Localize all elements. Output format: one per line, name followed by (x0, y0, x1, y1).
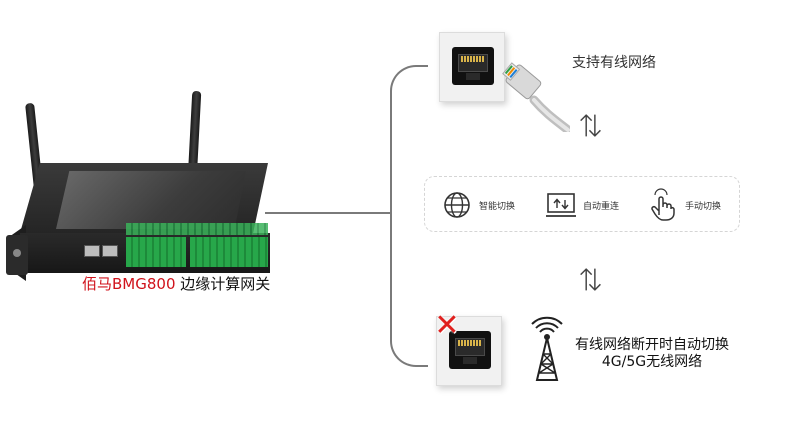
gateway-device (6, 85, 296, 295)
failover-line2: 4G/5G无线网络 (601, 354, 703, 370)
monitor-upload-icon (546, 193, 576, 217)
wired-network-label: 支持有线网络 (572, 55, 656, 71)
mode-auto-reconnect: 自动重连 (543, 177, 619, 233)
mode-label: 自动重连 (583, 201, 620, 212)
hand-pointer-icon (651, 188, 675, 221)
ethernet-port-icon (452, 47, 494, 85)
terminal-block (190, 237, 268, 267)
ethernet-port-pins (461, 56, 485, 62)
mode-label: 手动切换 (685, 201, 722, 212)
mount-ear (6, 235, 28, 275)
connector-line (265, 212, 391, 214)
mode-label: 智能切换 (479, 201, 516, 212)
ethernet-port-notch (463, 357, 477, 364)
failover-line1: 有线网络断开时自动切换 (575, 337, 729, 353)
switch-arrows-icon: ⇅ (578, 108, 604, 143)
mode-smart-switch: 智能切换 (439, 177, 515, 233)
ethernet-cable-icon (502, 62, 570, 132)
ethernet-port-icon (449, 331, 491, 369)
ethernet-port-disconnected-box (436, 316, 502, 386)
cell-tower-icon (531, 316, 563, 381)
lan-port (84, 245, 100, 257)
device-screen (56, 171, 246, 229)
disconnect-x-icon: ✕ (434, 308, 460, 343)
mode-manual-switch: 手动切换 (645, 177, 721, 233)
device-product: 边缘计算网关 (175, 275, 271, 293)
switch-arrows-icon: ⇅ (578, 262, 604, 297)
globe-icon (444, 192, 470, 218)
device-caption: 佰马BMG800 边缘计算网关 (82, 273, 270, 294)
connector-bracket (390, 65, 428, 367)
device-brand: 佰马BMG800 (82, 275, 176, 293)
ethernet-port-notch (466, 73, 480, 80)
switch-modes-panel: 智能切换 自动重连 手动切换 (424, 176, 740, 232)
terminal-block (126, 223, 268, 235)
wan-port (102, 245, 118, 257)
ethernet-port-box (439, 32, 505, 102)
terminal-block (126, 237, 186, 267)
ethernet-port-pins (458, 340, 482, 346)
failover-description: 有线网络断开时自动切换 4G/5G无线网络 (575, 337, 729, 371)
